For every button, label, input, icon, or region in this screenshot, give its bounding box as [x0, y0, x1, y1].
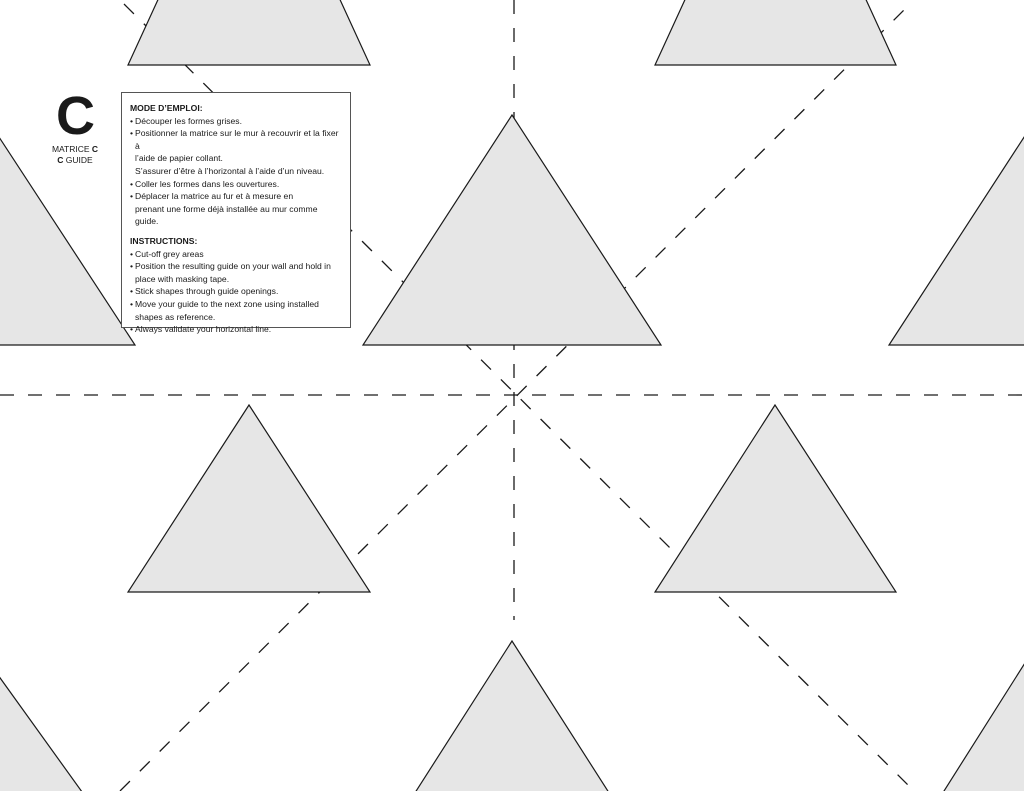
caption-en-letter: C	[57, 155, 64, 165]
triangle-top-right[interactable]	[654, 0, 897, 66]
instruction-item-fr: Déplacer la matrice au fur et à mesure e…	[130, 190, 342, 228]
caption-en-text: GUIDE	[63, 155, 93, 165]
triangle-right-edge[interactable]	[887, 128, 1024, 346]
instruction-item-en: Position the resulting guide on your wal…	[130, 260, 342, 285]
instructions-box: MODE D’EMPLOI: Découper les formes grise…	[121, 92, 351, 335]
triangle-middle-left[interactable]	[126, 403, 372, 593]
triangle-center[interactable]	[361, 113, 663, 346]
caption-fr-letter: C	[91, 144, 99, 154]
triangle-bottom-right-edge[interactable]	[932, 655, 1024, 791]
instructions-heading-en: INSTRUCTIONS:	[130, 235, 198, 246]
triangle-top-left[interactable]	[127, 0, 371, 66]
template-caption-fr: MATRICE C	[44, 144, 106, 155]
instruction-item-en: Cut-off grey areas	[130, 248, 342, 261]
template-letter: C	[56, 86, 95, 146]
instruction-item-en: Always validate your horizontal line.	[130, 323, 342, 336]
triangle-left-edge[interactable]	[0, 108, 137, 346]
caption-fr-text: MATRICE	[51, 144, 92, 154]
instructions-heading-fr: MODE D’EMPLOI:	[130, 103, 203, 113]
instruction-item-fr: Découper les formes grises.	[130, 115, 342, 128]
instructions-list-fr: Découper les formes grises. Positionner …	[130, 115, 342, 228]
instructions-list-en: Cut-off grey areas Position the resultin…	[130, 248, 342, 336]
diagonal-guide-line-up-right	[119, 3, 911, 791]
instruction-item-en: Move your guide to the next zone using i…	[130, 298, 342, 323]
instruction-item-fr: Positionner la matrice sur le mur à reco…	[130, 127, 342, 177]
instruction-item-fr: Coller les formes dans les ouvertures.	[130, 178, 342, 191]
template-label: C MATRICE C C GUIDE	[44, 88, 106, 166]
triangle-middle-right[interactable]	[653, 403, 898, 593]
template-caption-en: C GUIDE	[44, 155, 106, 166]
triangle-bottom-left-edge[interactable]	[0, 650, 95, 791]
triangle-bottom-center[interactable]	[404, 639, 620, 791]
diagonal-guide-line-down-right	[123, 3, 915, 791]
instruction-item-en: Stick shapes through guide openings.	[130, 285, 342, 298]
